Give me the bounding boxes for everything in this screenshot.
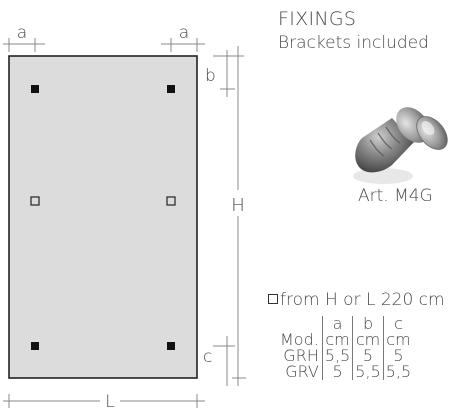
open-square-icon: [268, 294, 278, 304]
table-row: GRH 5,5 5 5: [278, 346, 414, 365]
dimension-h-label: H: [231, 195, 245, 216]
dimension-a-left: [3, 38, 45, 52]
column-unit: cm: [352, 332, 384, 348]
dimension-l-label: L: [105, 392, 114, 409]
model-name: GRV: [285, 362, 319, 381]
size-note: from H or L 220 cm: [268, 290, 445, 310]
article-code: Art. M4G: [358, 186, 433, 206]
dimension-a-right: [161, 38, 205, 52]
fixings-title: FIXINGS: [278, 8, 357, 30]
dimension-b-label: b: [205, 66, 216, 86]
fixing-point-bottom-left: [31, 342, 39, 350]
column-header: c: [382, 316, 414, 332]
table-cell: 5,5: [382, 364, 414, 380]
dimension-a-right-label: a: [179, 23, 189, 43]
fixings-subtitle: Brackets included: [278, 33, 429, 53]
dimension-b: [213, 50, 244, 97]
column-unit: cm: [382, 332, 414, 348]
table-cell: 5,5: [321, 348, 353, 364]
dimension-c: [213, 336, 235, 386]
bracket-illustration: [353, 107, 448, 184]
mirror-panel: [8, 55, 198, 379]
table-cell: 5,5: [352, 364, 384, 380]
dimension-l: [3, 394, 205, 408]
dimension-table: a b c Mod. cm cm cm GRH 5,5 5 5 GRV 5 5,…: [278, 316, 414, 381]
table-header-units: Mod. cm cm cm: [278, 330, 414, 349]
model-header: Mod.: [280, 330, 319, 349]
fixing-point-bottom-right: [167, 342, 175, 350]
table-cell: 5: [352, 348, 384, 364]
fixing-points: [30, 85, 176, 350]
dimension-a-left-label: a: [17, 23, 27, 43]
dimension-h: [232, 46, 246, 386]
table-row: GRV 5 5,5 5,5: [278, 362, 414, 381]
fixing-point-top-right: [167, 85, 175, 93]
fixing-point-middle-right: [166, 196, 176, 206]
fixing-point-middle-left: [30, 196, 40, 206]
column-header: b: [352, 316, 384, 332]
column-unit: cm: [321, 332, 353, 348]
column-header: a: [321, 316, 353, 332]
table-header-letters: a b c: [278, 316, 414, 332]
table-cell: 5: [382, 348, 414, 364]
dimension-c-label: c: [203, 347, 212, 367]
table-cell: 5: [321, 364, 353, 380]
model-name: GRH: [283, 346, 319, 365]
size-note-text: from H or L 220 cm: [280, 290, 445, 310]
fixing-point-top-left: [31, 85, 39, 93]
